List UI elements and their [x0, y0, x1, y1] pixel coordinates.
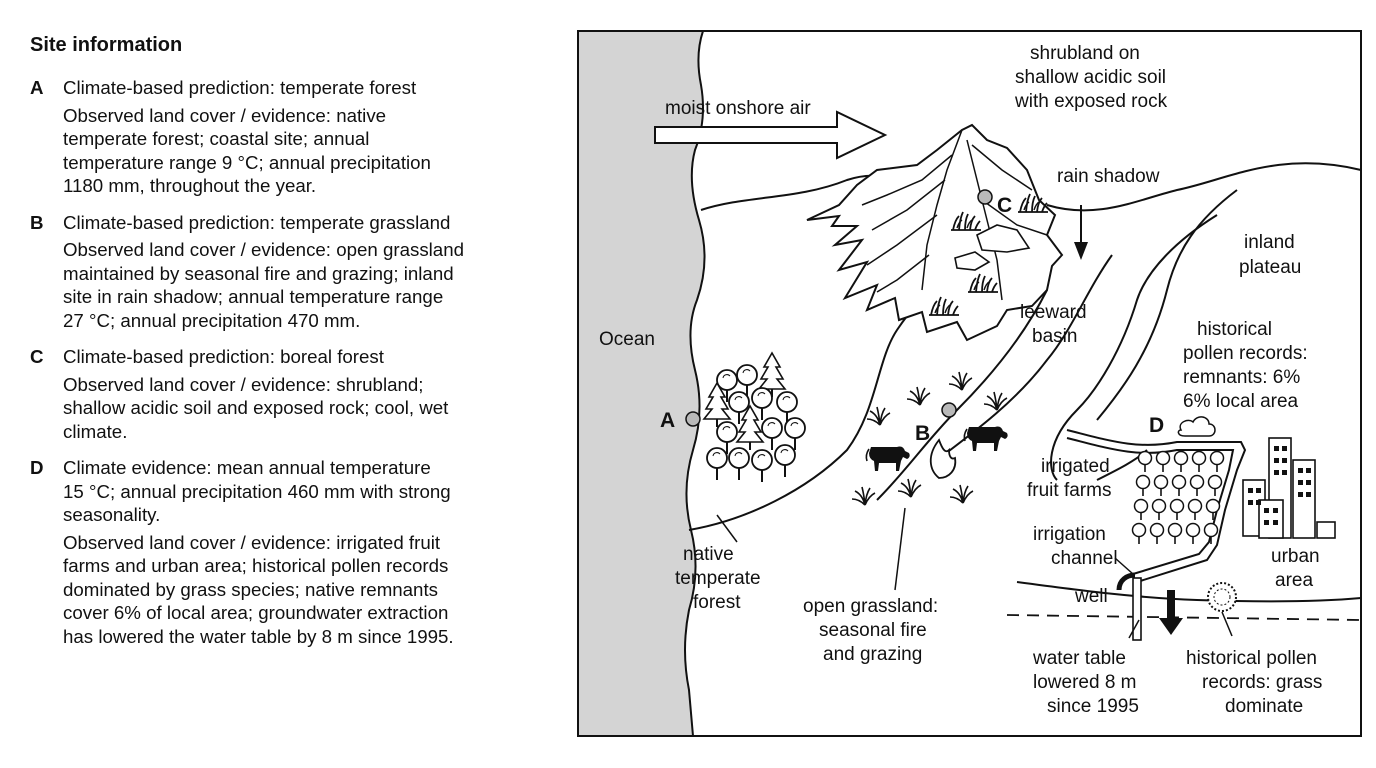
site-letter: B [30, 211, 44, 233]
evidence-line: temperate forest; coastal site; annual [63, 128, 370, 149]
exposed-rock [954, 251, 991, 271]
pollen-remnants-label: historical pollen records: remnants: 6% … [1183, 319, 1313, 412]
grassland-label: open grassland: seasonal fire and grazin… [803, 596, 944, 665]
urban-area [1242, 437, 1336, 539]
mountain-ridge [971, 144, 1033, 191]
ocean-label: Ocean [599, 329, 655, 350]
evidence-line: temperature range 9 °C; annual precipita… [63, 151, 431, 173]
evidence-line: farms and urban area; historical pollen … [63, 555, 449, 576]
shrubland-label: shrubland on shallow acidic soil with ex… [1014, 43, 1171, 112]
arrow-head-icon [1074, 242, 1088, 260]
climate-prediction: Climate-based prediction: temperate gras… [63, 211, 451, 233]
site-a-label: A [660, 409, 675, 432]
ground-surface [1016, 581, 1362, 603]
evidence-line: 1180 mm, throughout the year. [63, 175, 317, 196]
mountain-ridge [866, 214, 938, 266]
evidence-line: Observed land cover / evidence: native [63, 104, 387, 126]
pollen-grass-label: historical pollen records: grass dominat… [1186, 648, 1328, 717]
evidence-line: Observed land cover / evidence: shrublan… [63, 373, 424, 395]
remnant-patch [1177, 416, 1216, 437]
evidence-line: 15 °C; annual precipitation 460 mm with … [63, 480, 451, 502]
evidence-line: climate. [63, 420, 128, 442]
rain-shadow-label: rain shadow [1057, 166, 1160, 187]
site-c-marker [977, 189, 993, 205]
site-c-entry: C Climate-based prediction: boreal fores… [30, 345, 565, 443]
site-d-entry: D Climate evidence: mean annual temperat… [30, 456, 565, 648]
panel-title: Site information [30, 34, 183, 56]
evidence-line: has lowered the water table by 8 m since… [63, 625, 454, 647]
evidence-line: Observed land cover / evidence: irrigate… [63, 531, 441, 553]
site-b-entry: B Climate-based prediction: temperate gr… [30, 211, 565, 333]
leeward-basin-label: leeward basin [1020, 302, 1092, 347]
leader-line [1128, 619, 1140, 639]
evidence-line: seasonality. [63, 504, 161, 525]
evidence-line: maintained by seasonal fire and grazing;… [63, 262, 454, 284]
pollen-core-inner [1213, 588, 1231, 606]
evidence-line: cover 6% of local area; groundwater extr… [63, 602, 449, 623]
mountain-ridge [871, 179, 946, 231]
evidence-line: Climate evidence: mean annual temperatur… [63, 457, 431, 478]
evidence-line: shallow acidic soil and exposed rock; co… [63, 397, 449, 418]
irrigation-channel-label: irrigation channel [1033, 524, 1118, 569]
urban-area-label: urban area [1271, 546, 1325, 591]
river-bank [1050, 214, 1218, 481]
evidence-line: Observed land cover / evidence: open gra… [63, 239, 464, 260]
well-icon [1132, 577, 1142, 641]
site-c-label: C [997, 194, 1012, 217]
observed-evidence: Observed land cover / evidence: irrigate… [63, 531, 565, 649]
site-d-label: D [1149, 414, 1164, 437]
irrigation-channel [1066, 429, 1247, 583]
inland-plateau-label: inland plateau [1239, 232, 1301, 278]
site-letter: A [30, 77, 44, 98]
site-b-label: B [915, 422, 930, 445]
leader-line [1221, 611, 1233, 637]
evidence-line: site in rain shadow; annual temperature … [63, 286, 444, 307]
evidence-line: dominated by grass species; native remna… [63, 578, 438, 600]
building-icon [1316, 521, 1336, 539]
observed-evidence: Observed land cover / evidence: open gra… [63, 238, 565, 332]
water-drop-arrow [1167, 590, 1175, 620]
site-information-panel: Site information A Climate-based predict… [30, 32, 565, 661]
mountain-ridge [861, 154, 953, 206]
climate-prediction: Climate-based prediction: temperate fore… [63, 77, 417, 98]
fruit-farms-label: irrigated fruit farms [1027, 456, 1115, 501]
leader-line [716, 514, 738, 543]
mountain-ridge [981, 199, 1048, 236]
river-bank [1096, 189, 1238, 421]
native-forest-label: native temperate forest [675, 544, 766, 613]
landscape-map: Ocean moist onshore air shrubland on sha… [577, 30, 1362, 737]
site-a-entry: A Climate-based prediction: temperate fo… [30, 76, 565, 198]
mountain-ridge [966, 139, 1003, 301]
site-b-marker [941, 402, 957, 418]
mountain-ridge [921, 129, 963, 291]
terrain-boundary [1046, 162, 1362, 212]
observed-evidence: Observed land cover / evidence: native t… [63, 104, 565, 198]
site-a-marker [685, 411, 701, 427]
climate-prediction: Climate-based prediction: boreal forest [63, 346, 384, 367]
site-letter: D [30, 457, 44, 478]
basin-boundary [876, 289, 1048, 501]
evidence-line: 27 °C; annual precipitation 470 mm. [63, 309, 361, 331]
climate-evidence: Climate evidence: mean annual temperatur… [63, 456, 565, 527]
building-icon [1292, 459, 1316, 539]
leader-line [894, 507, 906, 591]
wind-label: moist onshore air [665, 98, 811, 119]
arrow-head-icon [1159, 618, 1183, 635]
open-grassland [851, 371, 1009, 506]
exposed-rock [976, 224, 1031, 253]
observed-evidence: Observed land cover / evidence: shrublan… [63, 373, 565, 444]
mountain-ridge [876, 254, 930, 293]
wind-arrow-icon [654, 110, 888, 160]
water-table-label: water table lowered 8 m since 1995 [1032, 648, 1142, 717]
fire-icon [929, 438, 957, 479]
leader-line [1114, 557, 1134, 575]
building-icon [1258, 499, 1284, 539]
site-letter: C [30, 346, 44, 367]
pump-icon [1116, 572, 1136, 591]
well-label: well [1074, 586, 1108, 607]
